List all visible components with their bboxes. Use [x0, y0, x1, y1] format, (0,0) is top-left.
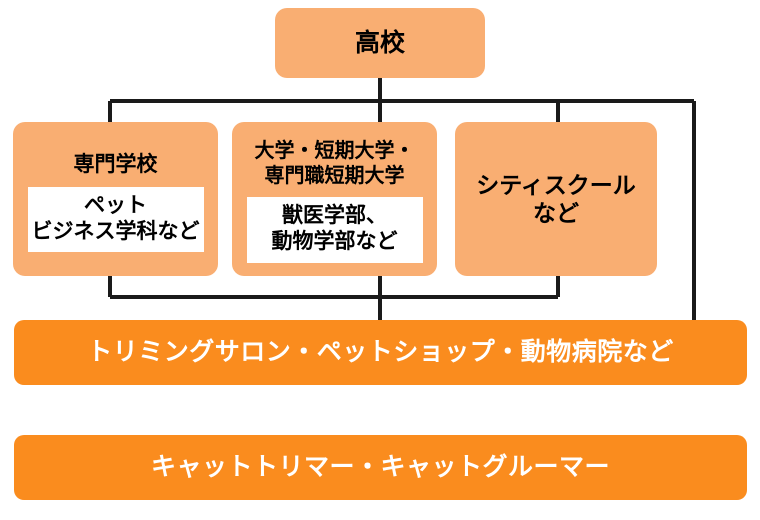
node-job-title: キャットトリマー・キャットグルーマー [14, 435, 747, 500]
node-highschool-label: 高校 [354, 28, 405, 57]
node-city-school: シティスクール など [455, 122, 657, 276]
node-highschool: 高校 [275, 8, 485, 78]
node-university-detail: 獣医学部、 動物学部など [246, 197, 423, 263]
node-vocational-school-detail: ペット ビジネス学科など [27, 186, 204, 253]
node-job-title-label: キャットトリマー・キャットグルーマー [150, 453, 610, 482]
node-workplace: トリミングサロン・ペットショップ・動物病院など [14, 320, 747, 385]
node-workplace-label: トリミングサロン・ペットショップ・動物病院など [87, 338, 674, 367]
node-city-school-label: シティスクール など [476, 171, 636, 226]
node-vocational-school-label: 専門学校 [73, 152, 158, 176]
node-vocational-school: 専門学校 ペット ビジネス学科など [13, 122, 218, 276]
node-university-label: 大学・短期大学・ 専門職短期大学 [254, 140, 415, 187]
node-university: 大学・短期大学・ 専門職短期大学 獣医学部、 動物学部など [232, 122, 437, 276]
